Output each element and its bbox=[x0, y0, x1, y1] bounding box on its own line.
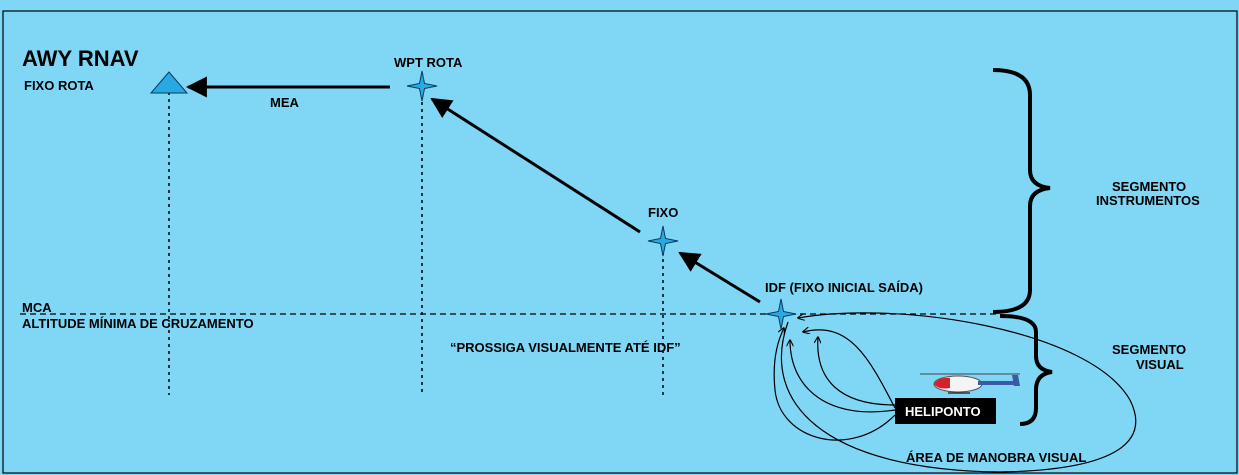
label-idf: IDF (FIXO INICIAL SAÍDA) bbox=[765, 280, 923, 295]
waypoint-star-fixo-icon bbox=[647, 225, 679, 257]
label-seg-vis-1: SEGMENTO bbox=[1112, 342, 1186, 357]
label-fixo: FIXO bbox=[648, 205, 678, 220]
maneuver-loop-2 bbox=[773, 328, 896, 441]
path-fixo-to-wpt bbox=[430, 97, 641, 234]
heliponto-box bbox=[895, 398, 996, 424]
label-seg-instr-2: INSTRUMENTOS bbox=[1096, 193, 1200, 208]
path-idf-to-fixo bbox=[678, 251, 761, 304]
maneuver-loop-5 bbox=[803, 330, 896, 409]
helicopter-icon bbox=[920, 373, 1020, 394]
maneuver-loop-4 bbox=[818, 337, 896, 406]
maneuver-loop-outer bbox=[780, 312, 1137, 473]
label-mca-full: ALTITUDE MÍNIMA DE CRUZAMENTO bbox=[22, 316, 254, 331]
label-area-manobra: ÁREA DE MANOBRA VISUAL bbox=[906, 450, 1086, 465]
brace-segmento-visual bbox=[999, 314, 1053, 426]
label-seg-instr-1: SEGMENTO bbox=[1112, 179, 1186, 194]
triangle-fix-icon bbox=[149, 71, 189, 94]
diagram-frame bbox=[2, 10, 1238, 474]
label-seg-vis-2: VISUAL bbox=[1136, 357, 1184, 372]
waypoint-stars bbox=[406, 70, 797, 330]
brace-segmento-instrumentos bbox=[992, 68, 1051, 314]
diagram-title: AWY RNAV bbox=[22, 46, 139, 71]
label-heliponto: HELIPONTO bbox=[905, 404, 981, 419]
maneuver-loop-3 bbox=[790, 340, 896, 413]
label-mca: MCA bbox=[22, 300, 52, 315]
label-wpt-rota: WPT ROTA bbox=[394, 55, 463, 70]
visual-maneuver-paths bbox=[773, 312, 1137, 473]
waypoint-star-wpt-rota-icon bbox=[406, 70, 438, 102]
label-mea: MEA bbox=[270, 95, 300, 110]
label-fixo-rota: FIXO ROTA bbox=[24, 78, 94, 93]
label-prossiga: “PROSSIGA VISUALMENTE ATÉ IDF” bbox=[450, 340, 681, 355]
waypoint-star-idf-icon bbox=[765, 298, 797, 330]
